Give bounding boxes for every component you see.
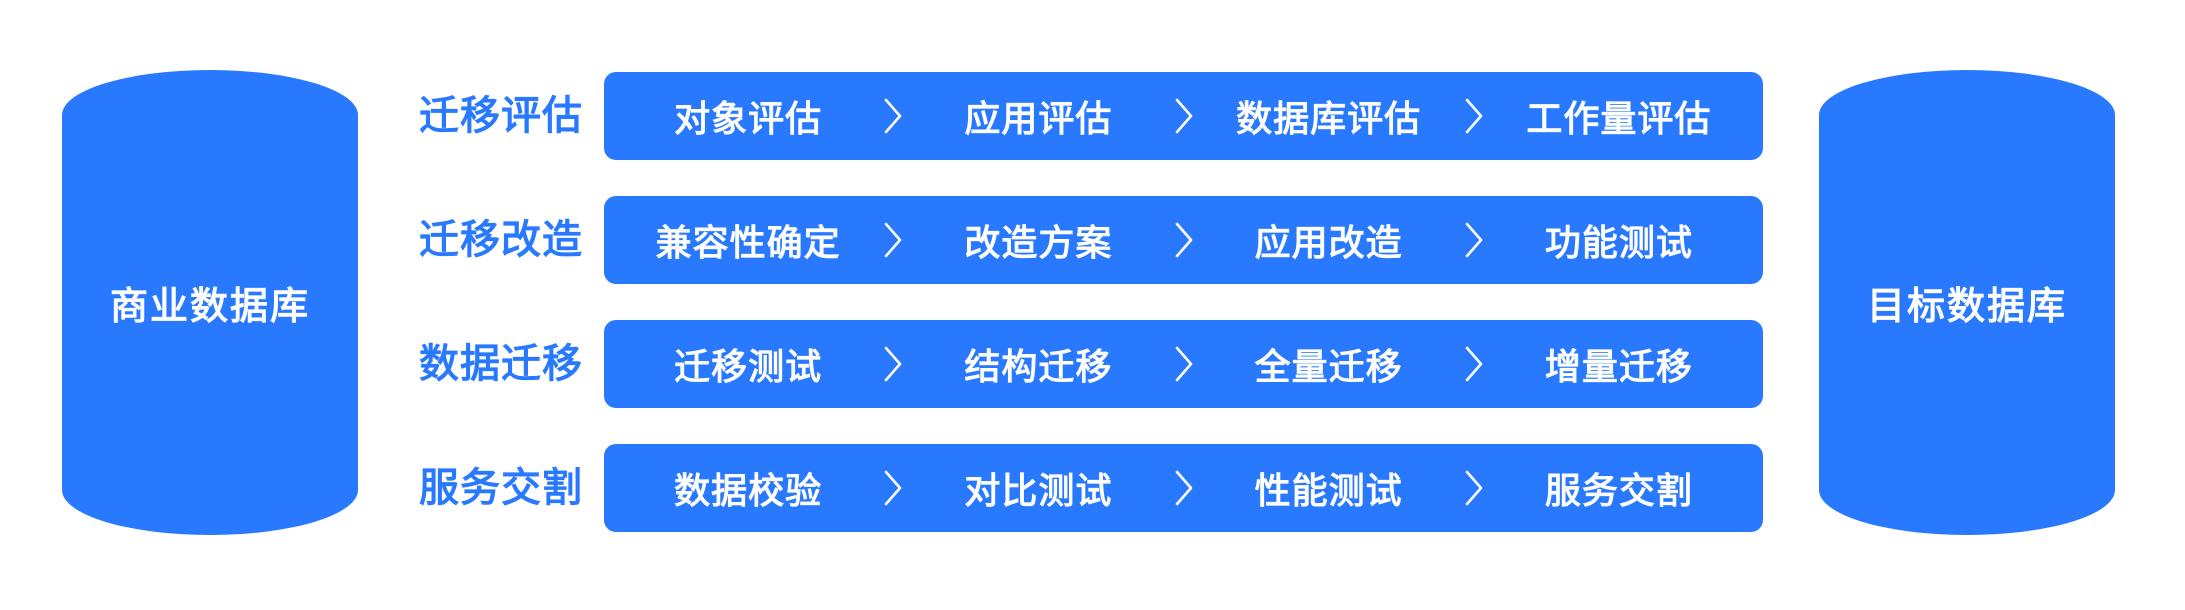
phase-steps-bar: 兼容性确定 改造方案 应用改造 功能测试 — [604, 196, 1763, 284]
chevron-right-icon — [1465, 470, 1483, 506]
chevron-right-icon — [1175, 346, 1192, 382]
database-cylinder-icon — [62, 70, 358, 535]
step-item: 改造方案 — [964, 222, 1113, 263]
source-database-label: 商业数据库 — [109, 286, 310, 328]
phase-label: 迁移评估 — [419, 94, 583, 138]
phase-row-assessment: 迁移评估 对象评估 应用评估 数据库评估 工作量评估 — [0, 72, 2185, 160]
target-database-cylinder: 目标数据库 — [1819, 70, 2115, 535]
step-item: 迁移测试 — [674, 346, 823, 387]
phase-steps-bar: 对象评估 应用评估 数据库评估 工作量评估 — [604, 72, 1763, 160]
step-item: 兼容性确定 — [655, 222, 841, 263]
phase-label: 迁移改造 — [419, 218, 583, 262]
chevron-right-icon — [1465, 346, 1483, 382]
step-item: 功能测试 — [1544, 222, 1693, 263]
phase-steps-bar: 数据校验 对比测试 性能测试 服务交割 — [604, 444, 1763, 532]
phase-row-transformation: 迁移改造 兼容性确定 改造方案 应用改造 功能测试 — [0, 196, 2185, 284]
chevron-right-icon — [1175, 98, 1192, 134]
step-item: 应用改造 — [1254, 222, 1403, 263]
chevron-right-icon — [1175, 222, 1192, 258]
chevron-right-icon — [1465, 222, 1483, 258]
step-item: 服务交割 — [1544, 470, 1693, 511]
chevron-right-icon — [1175, 470, 1192, 506]
phase-steps-bar: 迁移测试 结构迁移 全量迁移 增量迁移 — [604, 320, 1763, 408]
step-item: 应用评估 — [964, 98, 1113, 139]
phase-row-data-migration: 数据迁移 迁移测试 结构迁移 全量迁移 增量迁移 — [0, 320, 2185, 408]
step-item: 数据校验 — [674, 470, 823, 511]
source-database-cylinder: 商业数据库 — [62, 70, 358, 535]
chevron-right-icon — [1465, 98, 1483, 134]
step-item: 结构迁移 — [964, 346, 1113, 387]
step-item: 性能测试 — [1254, 470, 1403, 511]
phase-label: 服务交割 — [419, 466, 583, 510]
phase-row-service-handover: 服务交割 数据校验 对比测试 性能测试 服务交割 — [0, 444, 2185, 532]
step-item: 增量迁移 — [1544, 346, 1693, 387]
chevron-right-icon — [884, 98, 902, 134]
database-cylinder-icon — [1819, 70, 2115, 535]
chevron-right-icon — [884, 470, 902, 506]
step-item: 对比测试 — [964, 470, 1113, 511]
step-item: 全量迁移 — [1254, 346, 1403, 387]
chevron-right-icon — [884, 346, 902, 382]
step-item: 对象评估 — [674, 98, 823, 139]
step-item: 数据库评估 — [1236, 98, 1422, 139]
phase-label: 数据迁移 — [419, 342, 583, 386]
target-database-label: 目标数据库 — [1866, 286, 2067, 328]
chevron-right-icon — [884, 222, 902, 258]
step-item: 工作量评估 — [1526, 98, 1712, 139]
